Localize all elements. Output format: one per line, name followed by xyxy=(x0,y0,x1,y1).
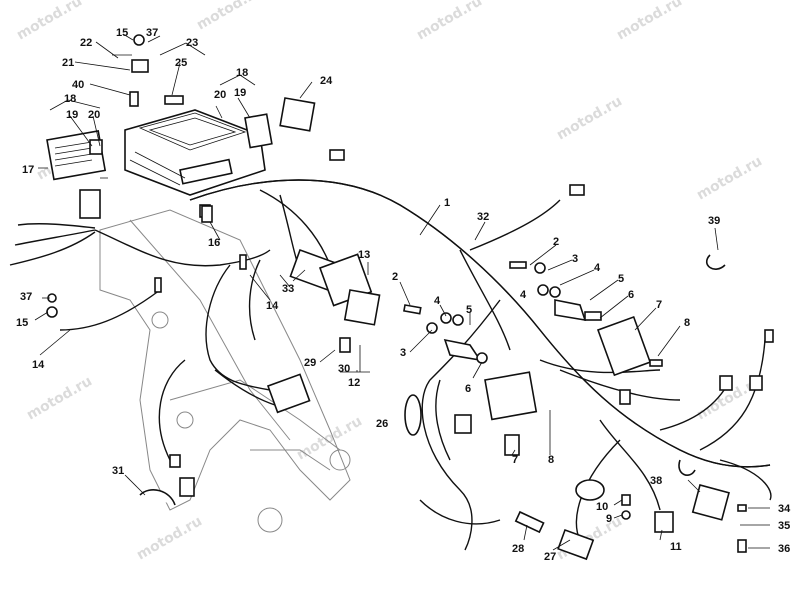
callout-19b: 19 xyxy=(66,109,78,121)
callout-4c: 4 xyxy=(434,295,441,307)
watermark: motod.ru xyxy=(194,0,265,33)
callout-2a: 2 xyxy=(553,236,559,248)
callout-1: 1 xyxy=(444,197,450,209)
callout-19a: 19 xyxy=(234,87,246,99)
callout-29: 29 xyxy=(304,357,316,369)
callout-14b: 14 xyxy=(32,359,45,371)
callout-15b: 15 xyxy=(16,317,28,329)
callout-8b: 8 xyxy=(548,454,554,466)
callout-27: 27 xyxy=(544,551,556,563)
ecu-unit xyxy=(124,109,266,196)
leader-lines xyxy=(34,33,770,551)
callout-18a: 18 xyxy=(236,67,248,79)
callout-39: 39 xyxy=(708,215,720,227)
callout-36: 36 xyxy=(778,543,790,555)
watermark: motod.ru xyxy=(294,413,365,463)
watermark: motod.ru xyxy=(134,513,205,563)
hardware xyxy=(46,205,747,553)
callout-34: 34 xyxy=(778,503,791,515)
callout-33: 33 xyxy=(282,283,294,295)
callout-22: 22 xyxy=(80,37,92,49)
callout-40: 40 xyxy=(72,79,84,91)
callout-11: 11 xyxy=(670,541,682,553)
callout-4a: 4 xyxy=(594,262,601,274)
watermark: motod.ru xyxy=(554,93,625,143)
callout-37b: 37 xyxy=(20,291,32,303)
callout-17: 17 xyxy=(22,164,34,176)
callout-3b: 3 xyxy=(400,347,406,359)
callout-3a: 3 xyxy=(572,253,578,265)
callout-2b: 2 xyxy=(392,271,398,283)
callout-37a: 37 xyxy=(146,27,158,39)
callout-20a: 20 xyxy=(214,89,226,101)
watermark: motod.ru xyxy=(14,0,85,43)
ecu-accessories xyxy=(46,34,316,219)
callout-9: 9 xyxy=(606,513,612,525)
callout-21: 21 xyxy=(62,57,74,69)
watermark: motod.ru xyxy=(24,373,95,423)
callout-23: 23 xyxy=(186,37,198,49)
callout-6a: 6 xyxy=(628,289,634,301)
callout-25: 25 xyxy=(175,57,187,69)
callout-8a: 8 xyxy=(684,317,690,329)
callout-13: 13 xyxy=(358,249,370,261)
callout-6b: 6 xyxy=(465,383,471,395)
watermark: motod.ru xyxy=(414,0,485,43)
components xyxy=(139,149,774,561)
callout-28: 28 xyxy=(512,543,524,555)
callout-26: 26 xyxy=(376,418,388,430)
callout-10: 10 xyxy=(596,501,608,513)
watermark: motod.ru xyxy=(614,0,685,43)
callout-31: 31 xyxy=(112,465,124,477)
callout-12: 12 xyxy=(348,377,360,389)
callout-18b: 18 xyxy=(64,93,76,105)
callout-14a: 14 xyxy=(266,300,279,312)
callout-16: 16 xyxy=(208,237,220,249)
callout-32: 32 xyxy=(477,211,489,223)
callout-7b: 7 xyxy=(512,454,518,466)
callout-20b: 20 xyxy=(88,109,100,121)
callout-4b: 4 xyxy=(520,289,527,301)
callout-7a: 7 xyxy=(656,299,662,311)
callout-5a: 5 xyxy=(618,273,624,285)
callout-30: 30 xyxy=(338,363,350,375)
callout-labels: 1 2 2 3 3 4 4 4 5 5 6 6 7 7 8 8 9 10 11 … xyxy=(16,27,791,563)
watermark: motod.ru xyxy=(694,153,765,203)
callout-35: 35 xyxy=(778,520,790,532)
callout-38: 38 xyxy=(650,475,662,487)
callout-24: 24 xyxy=(320,75,333,87)
callout-5b: 5 xyxy=(466,304,472,316)
callout-15a: 15 xyxy=(116,27,128,39)
